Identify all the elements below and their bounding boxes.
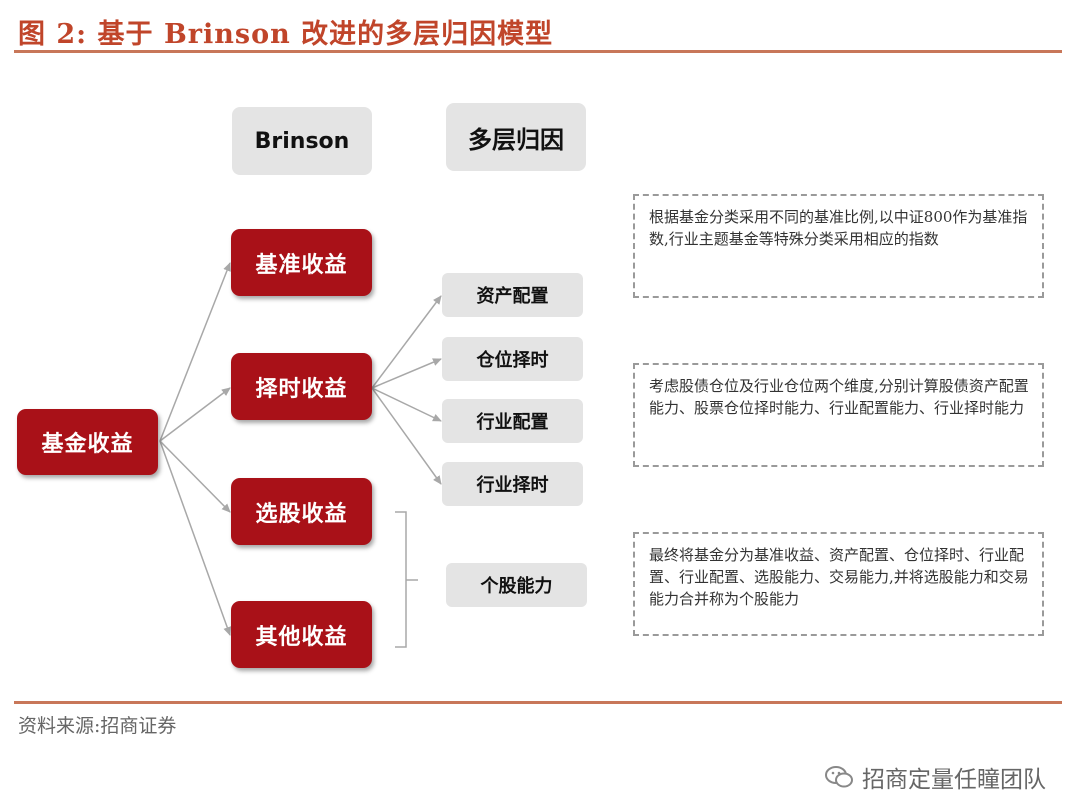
arrow-timing-to-industry-timing — [371, 387, 442, 485]
header-multilayer: 多层归因 — [446, 103, 586, 171]
figure-title: 图 2: 基于 Brinson 改进的多层归因模型 — [18, 19, 554, 50]
note-stock-ability: 最终将基金分为基准收益、资产配置、仓位择时、行业配置、行业配置、选股能力、交易能… — [633, 532, 1044, 636]
arrow-root-to-timing — [159, 387, 231, 442]
header-brinson: Brinson — [232, 107, 372, 175]
arrow-root-to-benchmark — [159, 262, 231, 442]
source-note: 资料来源:招商证券 — [18, 715, 177, 737]
arrow-timing-to-industry-allocation — [371, 387, 442, 422]
bracket — [395, 511, 418, 648]
benchmark-return-box: 基准收益 — [231, 229, 372, 296]
stock-ability-box: 个股能力 — [446, 563, 587, 607]
timing-return-box: 择时收益 — [231, 353, 372, 420]
top-rule — [14, 50, 1062, 53]
other-return-box: 其他收益 — [231, 601, 372, 668]
arrow-timing-to-position-timing — [371, 358, 442, 389]
watermark: 招商定量任瞳团队 — [824, 760, 1046, 794]
wechat-icon — [825, 766, 853, 788]
bottom-rule — [14, 701, 1062, 704]
root-fund-return: 基金收益 — [17, 409, 158, 475]
arrow-root-to-selection — [159, 440, 231, 513]
arrow-root-to-other — [159, 440, 232, 636]
selection-return-box: 选股收益 — [231, 478, 372, 545]
arrow-timing-to-asset-allocation — [371, 295, 442, 389]
note-timing: 考虑股债仓位及行业仓位两个维度,分别计算股债资产配置能力、股票仓位择时能力、行业… — [633, 363, 1044, 467]
position-timing-box: 仓位择时 — [442, 337, 583, 381]
note-benchmark: 根据基金分类采用不同的基准比例,以中证800作为基准指数,行业主题基金等特殊分类… — [633, 194, 1044, 298]
asset-allocation-box: 资产配置 — [442, 273, 583, 317]
industry-allocation-box: 行业配置 — [442, 399, 583, 443]
industry-timing-box: 行业择时 — [442, 462, 583, 506]
watermark-text: 招商定量任瞳团队 — [862, 767, 1046, 793]
